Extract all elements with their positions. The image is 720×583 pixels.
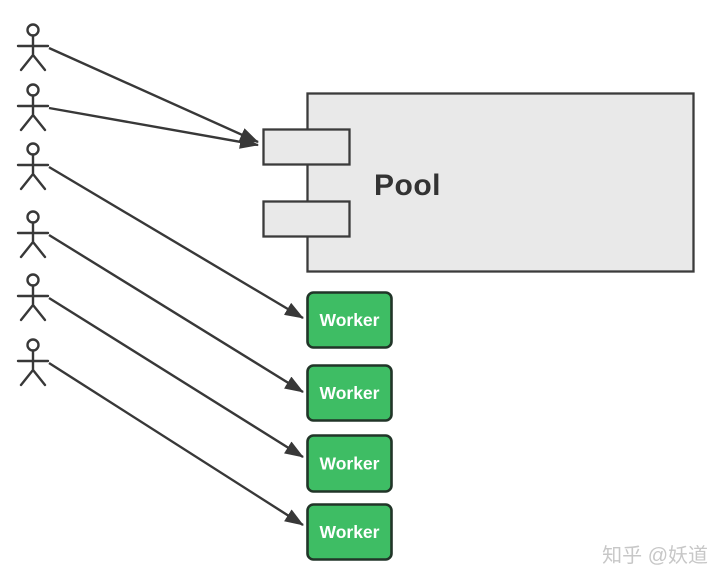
worker-node-4: Worker — [306, 503, 393, 561]
arrow-actor2-to-pool — [48, 106, 259, 149]
worker-node-1: Worker — [306, 291, 393, 349]
actor-5-icon — [16, 273, 50, 322]
pool-port-bottom-icon — [262, 200, 351, 238]
arrow-actor3-to-worker1 — [48, 165, 304, 320]
worker-2-label: Worker — [320, 383, 380, 403]
worker-3-label: Worker — [320, 454, 380, 474]
actor-4-icon — [16, 210, 50, 259]
arrow-actor5-to-worker3 — [48, 296, 304, 459]
worker-node-3: Worker — [306, 434, 393, 493]
worker-4-box — [306, 503, 393, 561]
worker-1-box — [306, 291, 393, 349]
worker-node-2: Worker — [306, 364, 393, 422]
worker-3-box — [306, 434, 393, 493]
worker-1-label: Worker — [320, 310, 380, 330]
watermark-text: 知乎 @妖道 — [602, 544, 708, 567]
worker-4-label: Worker — [320, 522, 380, 542]
actor-6-icon — [16, 338, 50, 387]
pool-port-top-icon — [262, 128, 351, 166]
worker-2-box — [306, 364, 393, 422]
arrow-actor1-to-pool — [48, 46, 259, 144]
pool-box — [306, 92, 695, 273]
actor-3-icon — [16, 142, 50, 191]
arrow-actor6-to-worker4 — [48, 361, 304, 527]
actor-2-icon — [16, 83, 50, 132]
pool-component: Pool — [262, 92, 695, 273]
actor-1-icon — [16, 23, 50, 72]
arrow-actor4-to-worker2 — [48, 233, 304, 394]
pool-label: Pool — [374, 169, 441, 202]
